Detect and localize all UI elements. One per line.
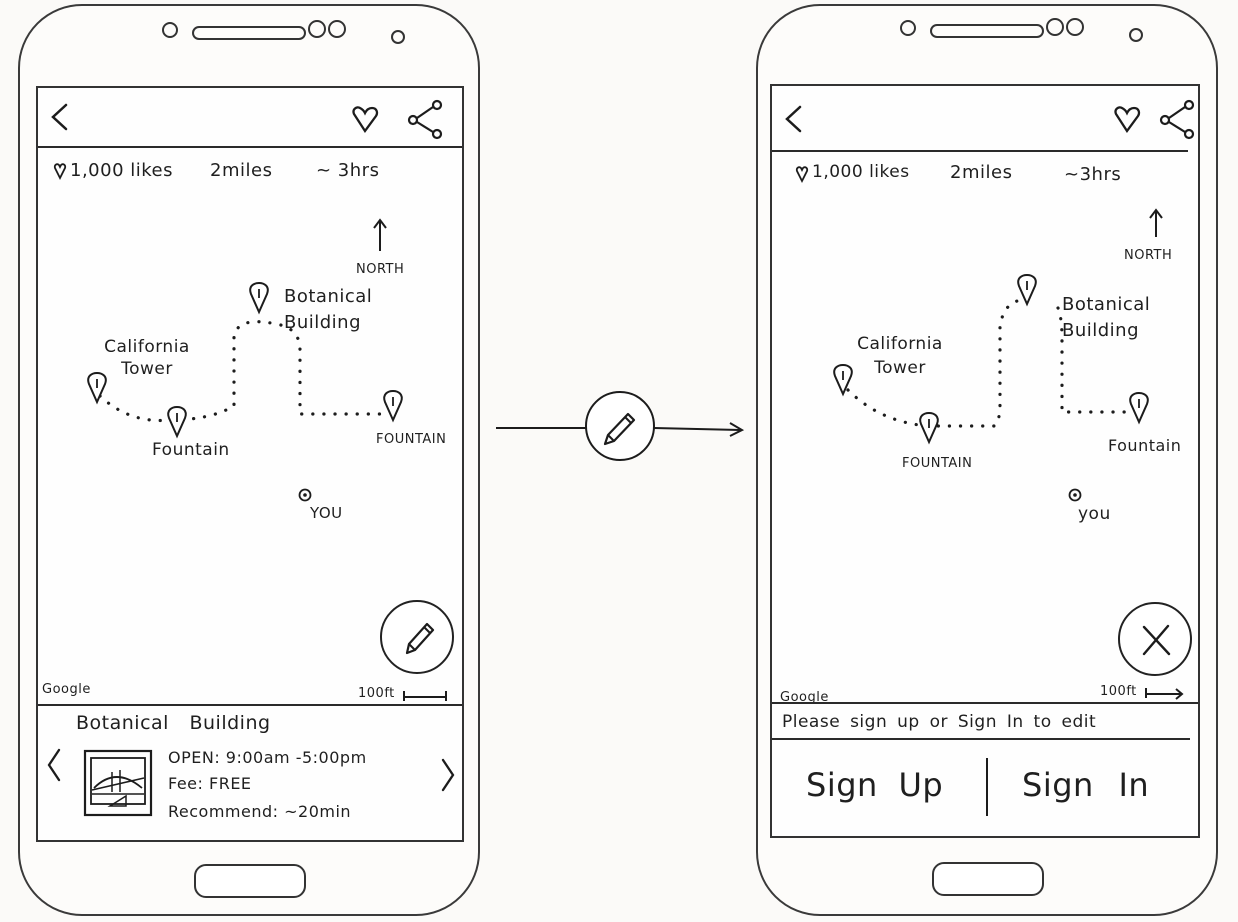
card-recommend: Recommend: ~20min bbox=[168, 802, 352, 821]
north-label: NORTH bbox=[1124, 248, 1173, 263]
card-prev-icon[interactable] bbox=[46, 748, 62, 782]
heart-icon[interactable] bbox=[1112, 104, 1142, 134]
left-sensor-3 bbox=[391, 30, 405, 44]
edit-button[interactable] bbox=[380, 600, 454, 674]
left-home-button[interactable] bbox=[194, 864, 306, 898]
place-thumbnail-image bbox=[83, 749, 153, 817]
pin-botanical-building-icon[interactable] bbox=[248, 281, 270, 315]
share-icon[interactable] bbox=[406, 98, 446, 140]
pin-fountain-2-icon[interactable] bbox=[1128, 391, 1150, 425]
likes-count: 1,000 likes bbox=[70, 160, 173, 181]
pin-california-tower-icon[interactable] bbox=[86, 371, 108, 405]
distance: 2miles bbox=[950, 162, 1013, 183]
right-sensor-3 bbox=[1129, 28, 1143, 42]
scale-label: 100ft bbox=[358, 686, 395, 701]
label-fountain-1: Fountain bbox=[152, 440, 230, 460]
top-divider bbox=[38, 146, 462, 148]
pin-california-tower-icon[interactable] bbox=[832, 363, 854, 397]
close-edit-button[interactable] bbox=[1118, 602, 1192, 676]
label-botanical-building: Botanical Building bbox=[1062, 294, 1151, 341]
right-sensor-2 bbox=[1066, 18, 1084, 36]
you-location-icon bbox=[1068, 488, 1082, 502]
card-open-hours: OPEN: 9:00am -5:00pm bbox=[168, 748, 367, 767]
back-chevron-icon[interactable] bbox=[50, 102, 70, 132]
duration: ~3hrs bbox=[1064, 164, 1122, 185]
edit-login-prompt: Please sign up or Sign In to edit bbox=[782, 712, 1097, 732]
card-divider bbox=[38, 704, 462, 706]
card-next-icon[interactable] bbox=[440, 758, 456, 792]
sign-in-button[interactable]: Sign In bbox=[1022, 766, 1150, 804]
left-sensor-2 bbox=[328, 20, 346, 38]
right-front-camera bbox=[900, 20, 916, 36]
pin-fountain-2-icon[interactable] bbox=[382, 389, 404, 423]
prompt-divider bbox=[772, 738, 1190, 740]
duration: ~ 3hrs bbox=[316, 160, 380, 181]
pin-fountain-1-icon[interactable] bbox=[918, 411, 940, 445]
label-california-tower: California Tower bbox=[104, 337, 190, 379]
right-screen: 1,000 likes 2miles ~3hrs NORTH Californi… bbox=[770, 84, 1200, 838]
distance: 2miles bbox=[210, 160, 273, 181]
left-speaker bbox=[192, 26, 306, 40]
label-you: you bbox=[1078, 504, 1111, 524]
label-fountain-2: Fountain bbox=[1108, 436, 1182, 455]
label-botanical-building: Botanical Building bbox=[284, 286, 373, 333]
north-label: NORTH bbox=[356, 262, 405, 277]
transition-arrow bbox=[496, 391, 745, 461]
label-california-tower: California Tower bbox=[857, 334, 943, 378]
left-front-camera bbox=[162, 22, 178, 38]
route-path bbox=[98, 320, 392, 423]
google-attribution: Google bbox=[42, 682, 91, 697]
north-arrow-icon bbox=[373, 218, 387, 251]
top-divider bbox=[772, 150, 1188, 152]
right-home-button[interactable] bbox=[932, 862, 1044, 896]
auth-button-separator bbox=[986, 758, 988, 816]
close-icon bbox=[1142, 624, 1171, 656]
google-attribution: Google bbox=[780, 690, 829, 705]
north-arrow-icon bbox=[1149, 208, 1163, 237]
like-small-icon bbox=[53, 163, 67, 181]
scale-bar bbox=[1145, 688, 1184, 700]
map-bottom-divider bbox=[772, 702, 1198, 704]
pin-botanical-building-icon[interactable] bbox=[1016, 273, 1038, 307]
label-fountain-1: FOUNTAIN bbox=[902, 456, 973, 471]
label-you: YOU bbox=[310, 504, 343, 522]
right-sensor-1 bbox=[1046, 18, 1064, 36]
pin-fountain-1-icon[interactable] bbox=[166, 405, 188, 439]
left-screen: 1,000 likes 2miles ~ 3hrs NORTH Californ… bbox=[36, 86, 464, 842]
scale-bar bbox=[403, 691, 447, 701]
back-chevron-icon[interactable] bbox=[784, 104, 804, 134]
heart-icon[interactable] bbox=[350, 104, 380, 134]
left-sensor-1 bbox=[308, 20, 326, 38]
likes-count: 1,000 likes bbox=[812, 162, 910, 182]
pencil-icon bbox=[405, 622, 435, 655]
you-location-icon bbox=[298, 488, 312, 502]
sign-up-button[interactable]: Sign Up bbox=[806, 766, 944, 804]
share-icon[interactable] bbox=[1158, 98, 1198, 140]
card-title: Botanical Building bbox=[76, 712, 271, 734]
transition-pencil-icon bbox=[603, 412, 636, 446]
scale-label: 100ft bbox=[1100, 684, 1137, 699]
label-fountain-2: FOUNTAIN bbox=[376, 432, 447, 447]
right-speaker bbox=[930, 24, 1044, 38]
card-fee: Fee: FREE bbox=[168, 774, 252, 793]
like-small-icon bbox=[795, 166, 809, 184]
